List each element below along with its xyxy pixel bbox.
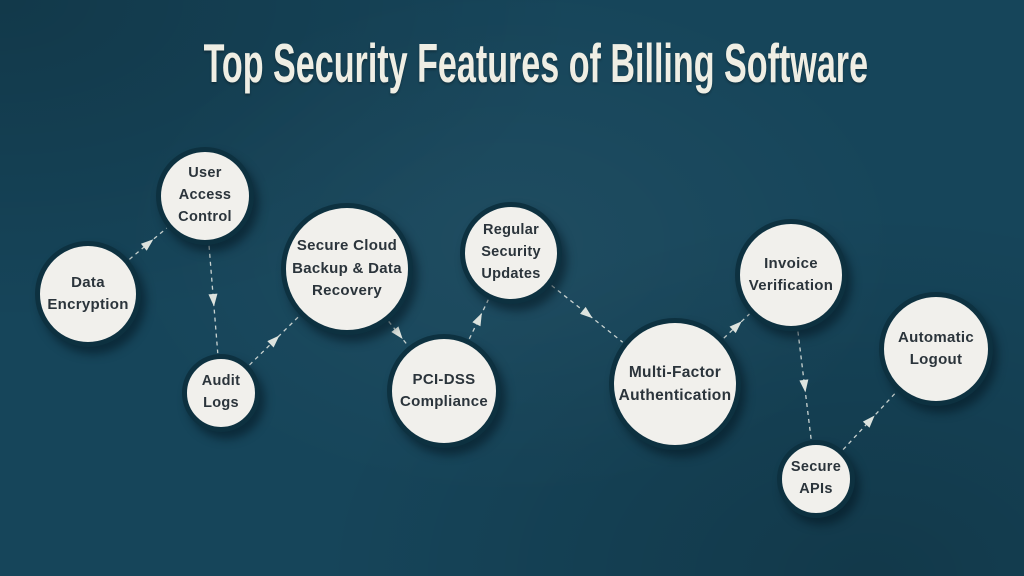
connector-line [797, 331, 812, 440]
node-label-line: Verification [748, 277, 834, 294]
node-label-line: Backup & Data [292, 259, 402, 277]
connector-line [842, 391, 898, 451]
node-label-line: Invoice [764, 254, 818, 272]
arrowhead-icon [140, 239, 154, 251]
arrowhead-icon [799, 379, 809, 393]
arrowhead-icon [472, 313, 482, 327]
connector-line [208, 245, 219, 354]
node-label-line: Compliance [399, 393, 489, 410]
arrowhead-icon [580, 306, 593, 319]
node-label-line: Encryption [47, 296, 129, 313]
arrowhead-icon [267, 335, 280, 348]
node-label-line: Updates [481, 265, 541, 282]
node-label-line: Security [481, 244, 541, 261]
node-pci-dss-compliance: PCI-DSS Compliance [387, 334, 501, 448]
arrowhead-icon [862, 415, 875, 428]
node-label-line: Automatic [897, 328, 975, 346]
node-label-line: Secure Cloud [296, 237, 398, 255]
arrowhead-icon [208, 293, 218, 307]
node-label-line: Multi-Factor [628, 363, 722, 381]
connector-line [388, 321, 409, 347]
node-label-line: Access [178, 187, 232, 204]
node-label-line: Control [178, 208, 232, 225]
node-label-line: Logs [203, 395, 239, 411]
node-label-line: Logout [909, 351, 963, 368]
node-label-line: Regular [482, 222, 540, 239]
arrowhead-icon [391, 326, 403, 340]
node-label-line: Data [71, 273, 105, 291]
connector-line [551, 284, 624, 343]
node-label-line: Authentication [618, 387, 732, 404]
node-label-line: Audit [201, 373, 241, 390]
node-label-line: User [188, 165, 222, 182]
node-label-line: APIs [799, 481, 833, 497]
node-label-line: PCI-DSS [412, 370, 476, 388]
arrowhead-icon [729, 321, 742, 334]
node-label-line: Secure [790, 459, 842, 476]
node-label-line: Recovery [312, 282, 382, 300]
